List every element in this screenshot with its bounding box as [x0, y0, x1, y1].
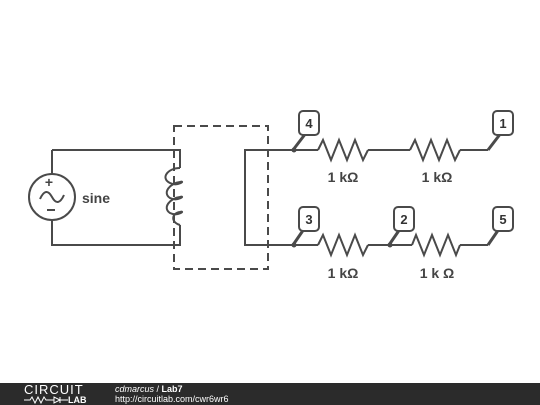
secondary-circuit-wires [244, 149, 488, 246]
primary-coil [164, 167, 184, 226]
resistor-r4 [411, 232, 461, 258]
resistor-r2-label: 1 kΩ [422, 169, 453, 185]
resistor-r3-label: 1 kΩ [328, 265, 359, 281]
resistor-r3 [317, 232, 369, 258]
footer-bar: CIRCUIT LAB cdmarcus / Lab7 http://circu… [0, 383, 540, 405]
resistor-r1 [317, 137, 369, 163]
node-5-marker[interactable]: 5 [486, 206, 514, 246]
logo-resistor-icon [24, 396, 68, 404]
resistor-r2 [409, 137, 461, 163]
resistor-r4-label: 1 k Ω [420, 265, 455, 281]
node-2-label: 2 [400, 212, 407, 227]
author-name[interactable]: cdmarcus [115, 384, 155, 394]
node-2-marker[interactable]: 2 [387, 206, 415, 248]
node-4-marker[interactable]: 4 [291, 110, 320, 153]
circuit-title[interactable]: Lab7 [161, 384, 183, 394]
node-3-marker[interactable]: 3 [291, 206, 320, 248]
svg-text:+: + [45, 174, 53, 190]
resistor-r1-label: 1 kΩ [328, 169, 359, 185]
transformer-enclosure [173, 125, 269, 270]
node-1-label: 1 [499, 116, 506, 131]
source-label: sine [82, 190, 110, 206]
ac-voltage-source: + [28, 173, 76, 221]
circuitlab-logo: CIRCUIT LAB [24, 383, 104, 405]
node-5-label: 5 [499, 212, 506, 227]
node-1-marker[interactable]: 1 [486, 110, 514, 151]
circuit-url[interactable]: http://circuitlab.com/cwr6wr6 [115, 394, 229, 404]
circuit-byline: cdmarcus / Lab7 [115, 384, 229, 394]
logo-wordmark-top: CIRCUIT [24, 382, 84, 397]
primary-circuit-wires [51, 149, 181, 246]
circuit-meta: cdmarcus / Lab7 http://circuitlab.com/cw… [115, 384, 229, 404]
node-3-label: 3 [305, 212, 312, 227]
node-4-label: 4 [305, 116, 313, 131]
circuit-schematic: + sine 1 kΩ 1 kΩ 1 kΩ 1 k Ω 4 1 [28, 110, 514, 281]
byline-separator: / [154, 384, 162, 394]
logo-wordmark-bottom: LAB [68, 395, 87, 405]
